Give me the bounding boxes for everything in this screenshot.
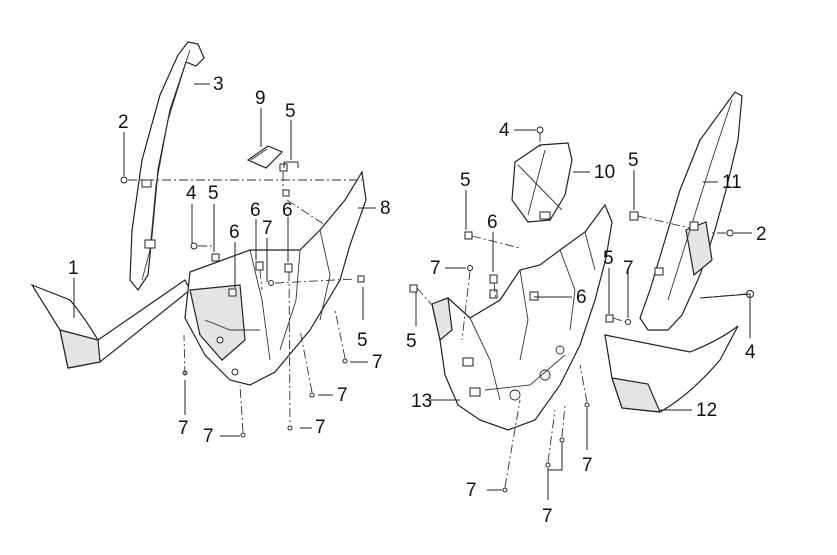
leader-lines <box>73 83 752 500</box>
callout-4: 4 <box>186 183 197 204</box>
callout-7: 7 <box>623 258 634 279</box>
callout-5: 5 <box>357 330 368 351</box>
callout-5: 5 <box>208 183 219 204</box>
callout-8: 8 <box>380 198 391 219</box>
callout-12: 12 <box>696 400 717 421</box>
callout-6: 6 <box>576 287 587 308</box>
callout-5: 5 <box>603 248 614 269</box>
part-11-right-side-cover <box>639 91 743 331</box>
callout-5: 5 <box>628 150 639 171</box>
callout-6: 6 <box>250 200 261 221</box>
callout-7: 7 <box>542 506 553 527</box>
callout-5: 5 <box>285 101 296 122</box>
right-fasteners <box>409 126 754 493</box>
callout-9: 9 <box>255 88 266 109</box>
callout-7: 7 <box>430 258 441 279</box>
callout-11: 11 <box>722 172 742 193</box>
part-3-left-side-cover <box>129 41 205 292</box>
callout-3: 3 <box>213 74 224 95</box>
callout-7: 7 <box>582 455 593 476</box>
callout-2: 2 <box>756 224 767 245</box>
part-8-left-lower-panel <box>184 170 367 386</box>
callout-5: 5 <box>460 170 471 191</box>
callout-7: 7 <box>372 352 383 373</box>
callout-10: 10 <box>594 162 615 183</box>
callout-4: 4 <box>499 120 510 141</box>
callout-labels: 1 2 3 4 5 9 5 6 6 7 6 8 5 7 7 7 7 7 4 10… <box>68 74 767 527</box>
callout-5: 5 <box>406 331 417 352</box>
callout-7: 7 <box>466 480 477 501</box>
callout-6: 6 <box>282 200 293 221</box>
part-12-right-floor-trim <box>604 325 739 413</box>
callout-7: 7 <box>203 426 214 447</box>
callout-13: 13 <box>411 391 432 412</box>
callout-7: 7 <box>178 418 189 439</box>
part-9-cover-plate <box>246 145 284 169</box>
callout-7: 7 <box>337 385 348 406</box>
part-1-left-floor-trim <box>30 279 191 369</box>
part-13-right-lower-panel <box>431 203 613 431</box>
callout-7: 7 <box>262 218 273 239</box>
callout-2: 2 <box>118 112 129 133</box>
callout-6: 6 <box>487 212 498 233</box>
part-10-small-cover <box>511 142 573 223</box>
callout-4: 4 <box>745 342 756 363</box>
left-alignment-lines <box>128 172 362 433</box>
callout-1: 1 <box>68 258 79 279</box>
callout-6: 6 <box>229 222 240 243</box>
callout-7: 7 <box>315 417 326 438</box>
